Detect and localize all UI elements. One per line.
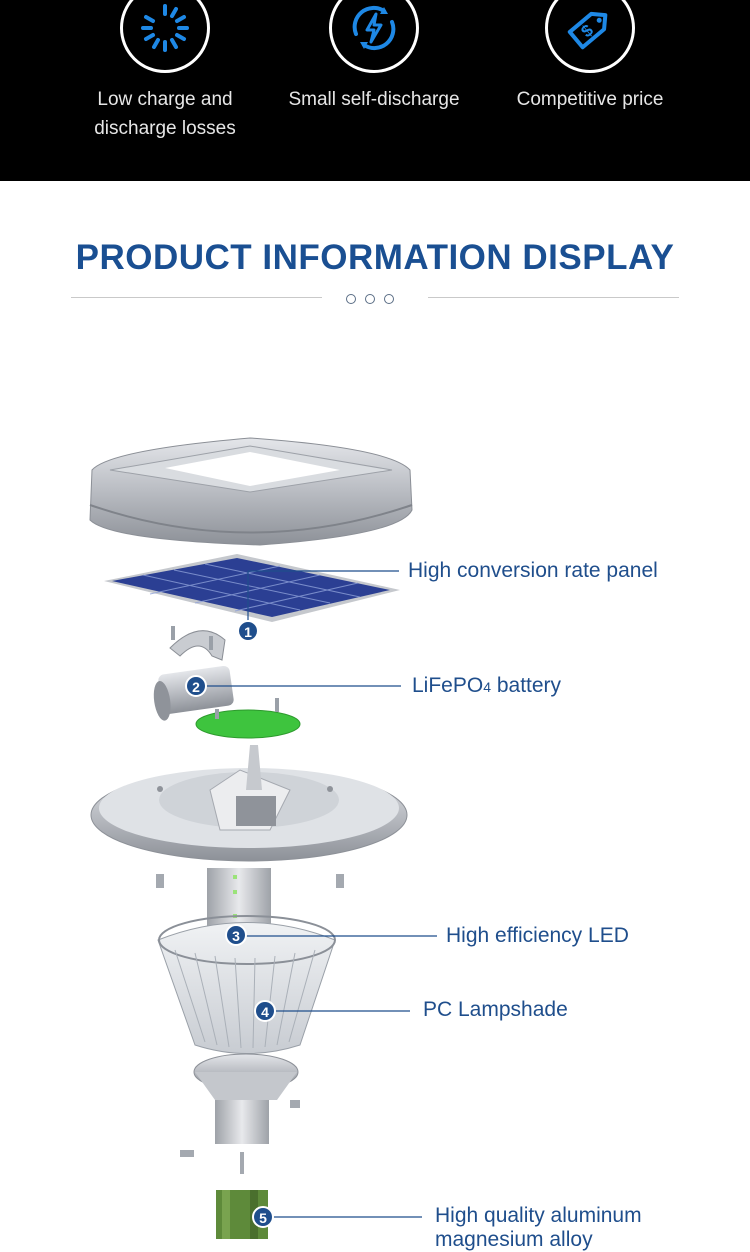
badge-3: 3 <box>225 924 247 946</box>
feature-label-line: Small self-discharge <box>288 89 460 110</box>
dot <box>365 294 375 304</box>
lampshade <box>157 915 336 1054</box>
badge-2: 2 <box>185 675 207 697</box>
feature-label-line: Competitive price <box>516 89 664 110</box>
lightning-cycle-icon <box>352 5 396 51</box>
feature-self-discharge: Small self-discharge <box>264 0 484 114</box>
callout-alloy-line: High quality aluminum <box>435 1204 642 1227</box>
section-title: PRODUCT INFORMATION DISPLAY <box>75 238 675 277</box>
lower-collar <box>180 1053 300 1174</box>
battery-text-after: battery <box>491 674 562 697</box>
callout-led: High efficiency LED <box>446 924 629 947</box>
main-housing <box>90 745 408 862</box>
pcb-board <box>195 698 301 739</box>
callout-lampshade: PC Lampshade <box>423 998 568 1021</box>
battery-text-main: LiFePO <box>412 674 484 697</box>
callout-lines <box>206 570 437 1218</box>
badge-number: 3 <box>232 928 240 944</box>
battery-text-sub: 4 <box>483 679 491 695</box>
callout-alloy: High quality aluminum magnesium alloy <box>435 1204 642 1252</box>
badge-number: 4 <box>261 1004 269 1020</box>
feature-label-line: discharge losses <box>94 118 236 139</box>
badge-4: 4 <box>254 1000 276 1022</box>
divider-right <box>428 297 679 298</box>
features-band: Low charge and discharge losses Small se… <box>0 0 750 181</box>
badge-5: 5 <box>252 1206 274 1228</box>
dot <box>384 294 394 304</box>
feature-label: Low charge and discharge losses <box>55 85 275 143</box>
badge-number: 5 <box>259 1210 267 1226</box>
badge-1: 1 <box>237 620 259 642</box>
feature-label-line: Low charge and <box>97 89 233 110</box>
solar-panel <box>104 554 400 622</box>
housing-screws <box>156 874 344 888</box>
divider-left <box>71 297 322 298</box>
badge-number: 1 <box>244 624 252 640</box>
feature-label: Competitive price <box>480 85 700 114</box>
spinner-icon <box>141 4 189 52</box>
feature-low-losses: Low charge and discharge losses <box>55 0 275 143</box>
dot <box>346 294 356 304</box>
price-tag-icon: $ <box>567 11 608 50</box>
feature-label: Small self-discharge <box>264 85 484 114</box>
feature-circle <box>120 0 210 73</box>
battery-bracket <box>169 626 226 661</box>
callout-solar-panel: High conversion rate panel <box>408 559 658 582</box>
divider-dots <box>346 291 404 305</box>
top-frame <box>89 437 413 546</box>
badge-number: 2 <box>192 679 200 695</box>
callout-battery: LiFePO4 battery <box>412 674 561 698</box>
feature-circle <box>329 0 419 73</box>
callout-alloy-line: magnesium alloy <box>435 1228 593 1251</box>
feature-price: $ Competitive price <box>480 0 700 114</box>
feature-circle: $ <box>545 0 635 73</box>
